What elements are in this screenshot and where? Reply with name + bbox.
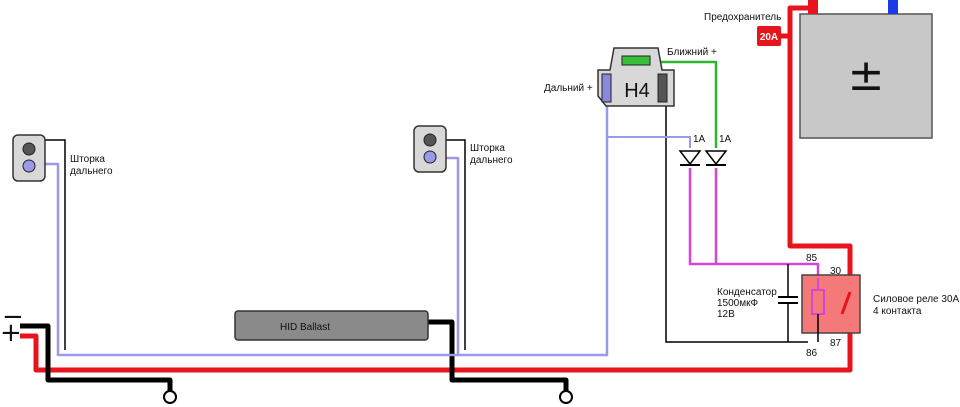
shutter-right-label-1: Шторка: [470, 143, 505, 154]
positive-wire-battery: [781, 5, 813, 39]
fuse-caption: Предохранитель: [704, 12, 781, 23]
diode-2-label: 1A: [719, 134, 732, 145]
high-beam-pin: [601, 73, 612, 103]
signal-wire: [36, 86, 609, 357]
diode-1: [678, 150, 702, 166]
shutter-left-label-2: дальнего: [70, 166, 113, 177]
diode-wire: [688, 168, 820, 278]
relay-pin-30: 30: [830, 266, 842, 277]
power-sign-plus: +: [0, 318, 22, 348]
ground-wire-h4-to-relay: [665, 86, 808, 343]
high-beam-label: Дальний +: [544, 83, 593, 94]
low-beam-pin: [621, 55, 651, 66]
signal-wire-to-diode-1: [607, 136, 691, 148]
battery-minus-terminal: [888, 0, 898, 14]
fuse-value: 20A: [760, 32, 778, 43]
shutter-left-label-1: Шторка: [70, 154, 105, 165]
capacitor: [778, 264, 798, 342]
ground-wire-ballast: [428, 319, 569, 392]
relay-switch: [840, 291, 852, 315]
low-beam-wire: [660, 60, 718, 148]
relay-pin-86: 86: [806, 348, 818, 359]
ground-pin: [657, 73, 668, 103]
low-beam-label: Ближний +: [667, 47, 717, 58]
diode-2: [704, 150, 728, 166]
shutter-right: [413, 125, 447, 173]
h4-label: H4: [624, 80, 650, 102]
ground-terminal-right: [559, 390, 573, 404]
signal-wire-right-shutter: [440, 156, 460, 355]
capacitor-label-1: Конденсатор: [717, 287, 777, 298]
relay-label-1: Силовое реле 30А: [873, 294, 960, 305]
fuse-body: [757, 26, 781, 46]
battery-body: [799, 13, 933, 139]
shutter-right-wire-black: [446, 139, 466, 350]
diode-1-label: 1A: [693, 134, 706, 145]
ground-terminal-left: [163, 390, 177, 404]
shutter-left-wire-black: [44, 139, 66, 350]
shutter-left: [12, 134, 46, 182]
relay-pin-85: 85: [806, 253, 818, 264]
relay-pin-87: 87: [830, 338, 842, 349]
battery-symbol: ±: [848, 50, 885, 101]
hid-ballast-label: HID Ballast: [280, 322, 330, 333]
capacitor-label-2: 1500мкФ: [717, 298, 758, 309]
power-sign-minus: −: [2, 302, 24, 332]
ground-wire-main: [20, 323, 173, 392]
hid-ballast: [234, 310, 429, 341]
shutter-right-label-2: дальнего: [470, 155, 513, 166]
h4-socket: [597, 47, 675, 107]
positive-wire-relay-87: [20, 315, 853, 373]
positive-wire-fuse-to-relay: [787, 36, 853, 290]
relay: [801, 274, 861, 342]
capacitor-label-3: 12В: [717, 309, 735, 320]
relay-label-2: 4 контакта: [873, 306, 922, 317]
relay-coil: [811, 289, 825, 315]
